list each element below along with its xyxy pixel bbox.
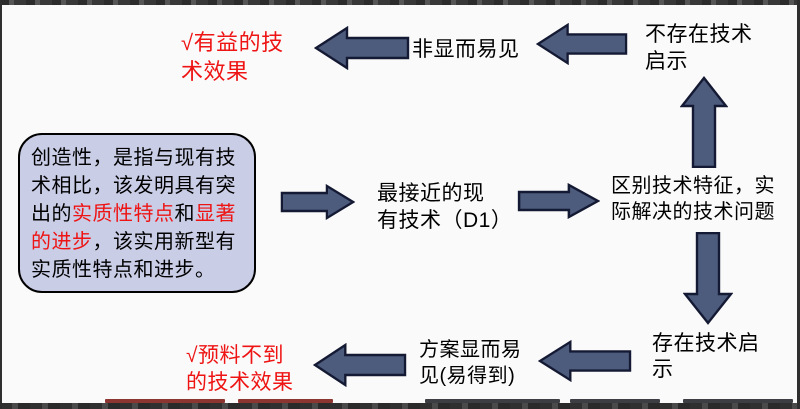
- label-closest-prior-art: 最接近的现 有技术（D1）: [377, 182, 513, 232]
- label-unexpected-technical-effect: √预料不到 的技术效果: [186, 344, 294, 394]
- arrow-left-icon: [313, 343, 407, 387]
- definition-text-segment: 创造性，是指与现有技术相比，该发明具有突出的: [31, 147, 236, 225]
- definition-text-segment: 实质性特点: [72, 203, 175, 225]
- arrow-up-icon: [680, 76, 728, 168]
- label-non-obvious: 非显而易见: [412, 38, 520, 61]
- arrow-left-icon: [536, 23, 628, 65]
- clipped-bottom-edge: [0, 403, 800, 409]
- label-distinguishing-features: 区别技术特征，实 际解决的技术问题: [611, 175, 775, 223]
- definition-text-segment: 显著的进步: [31, 203, 236, 253]
- label-technical-suggestion-exists: 存在技术启 示: [652, 332, 760, 381]
- clipped-text-fragment: [570, 399, 660, 403]
- arrow-right-icon: [517, 183, 600, 219]
- definition-text-segment: 和: [174, 203, 195, 225]
- left-border: [0, 0, 2, 409]
- clipped-text-fragment: [683, 399, 793, 403]
- clipped-text-fragment: [425, 399, 560, 403]
- right-border: [797, 0, 800, 409]
- label-obvious-solution: 方案显而易 见(易得到): [419, 339, 522, 387]
- definition-text-segment: ，该实用新型有实质性特点和进步。: [31, 231, 236, 281]
- clipped-text-fragment: [105, 399, 225, 403]
- arrow-down-icon: [683, 232, 733, 325]
- clipped-top-edge: [0, 0, 800, 5]
- arrow-left-icon: [314, 26, 410, 70]
- label-beneficial-technical-effect: √有益的技 术效果: [181, 30, 284, 84]
- arrow-right-icon: [280, 184, 355, 220]
- inventiveness-definition-box: 创造性，是指与现有技术相比，该发明具有突出的实质性特点和显著的进步，该实用新型有…: [18, 133, 256, 293]
- arrow-left-icon: [538, 340, 632, 382]
- label-no-technical-suggestion: 不存在技术 启示: [645, 23, 753, 73]
- clipped-text-fragment: [238, 399, 333, 403]
